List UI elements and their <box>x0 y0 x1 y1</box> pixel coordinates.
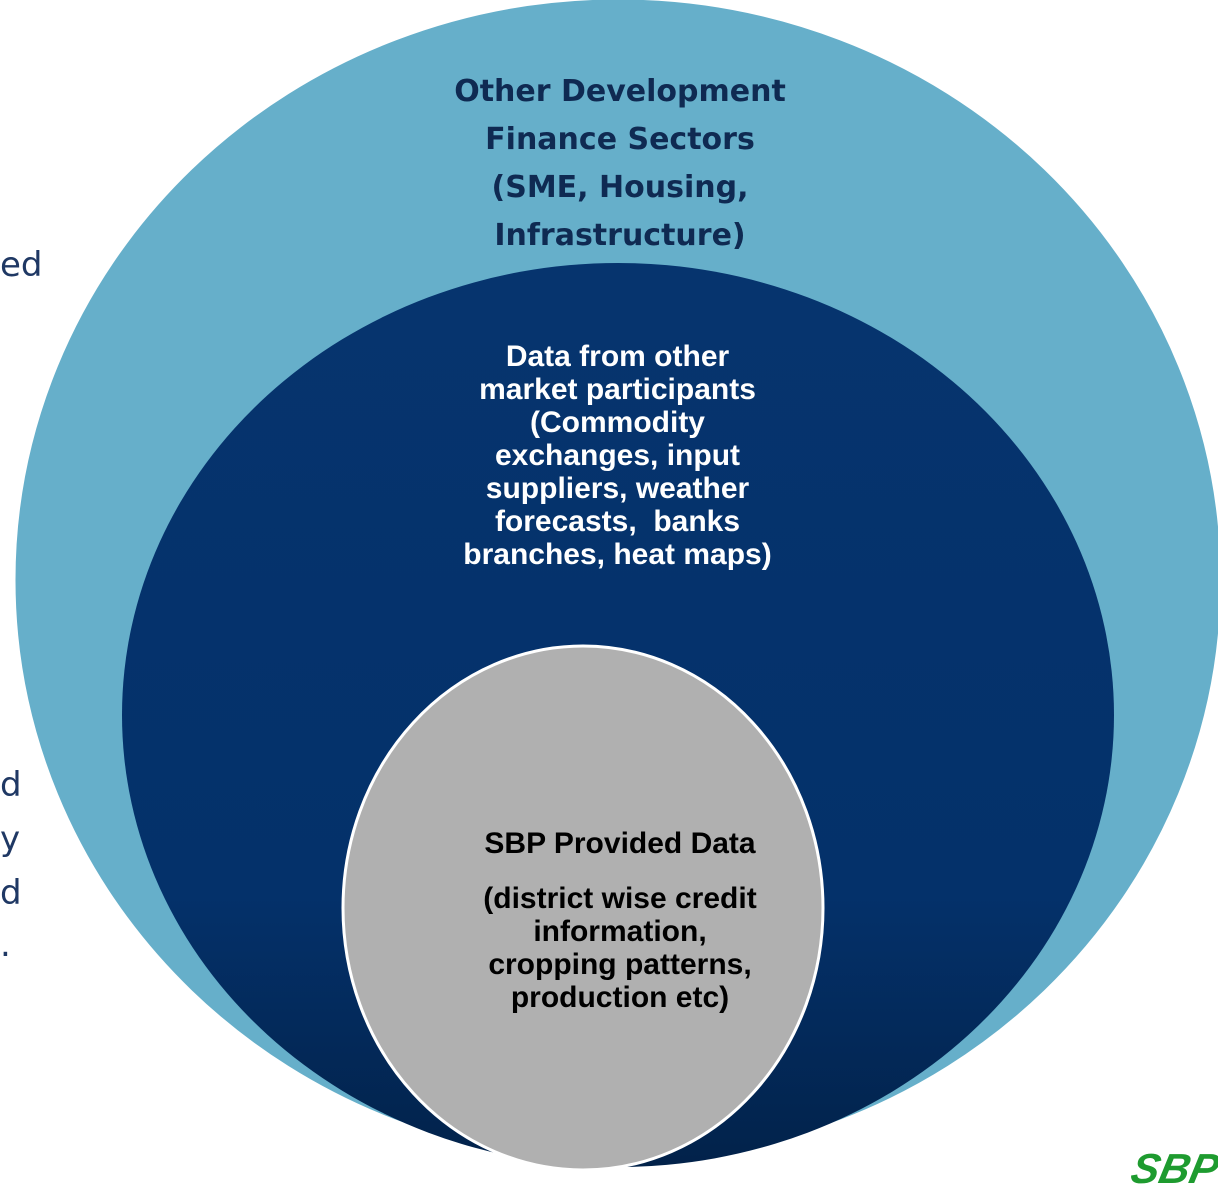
middle-label-line: suppliers, weather <box>485 472 750 505</box>
inner-label-line: (district wise credit <box>483 882 757 915</box>
outer-label-line: Finance Sectors <box>485 122 755 157</box>
inner-label-line: production etc) <box>510 981 730 1014</box>
side-text-fragment-1: ed <box>0 245 43 285</box>
middle-circle-label: Data from other market participants (Com… <box>405 340 830 571</box>
middle-label-line: branches, heat maps) <box>463 538 772 571</box>
inner-label-line: cropping patterns, <box>488 948 752 981</box>
middle-label-line: (Commodity <box>530 406 705 439</box>
side-text-fragment-5: . <box>0 925 11 965</box>
middle-label-line: market participants <box>479 373 756 406</box>
middle-label-line: exchanges, input <box>494 439 741 472</box>
inner-circle-title: SBP Provided Data <box>484 827 756 860</box>
middle-label-line: Data from other <box>505 340 730 373</box>
side-text-fragment-2: d <box>0 765 22 805</box>
side-text-fragment-4: d <box>0 873 22 913</box>
outer-label-line: Other Development <box>454 74 786 109</box>
inner-circle <box>341 644 825 1172</box>
inner-circle-label: (district wise credit information, cropp… <box>420 882 820 1014</box>
outer-label-line: Infrastructure) <box>494 218 746 253</box>
middle-label-line: forecasts, banks <box>494 505 741 538</box>
side-text-fragment-3: y <box>0 819 21 859</box>
inner-label-line: information, <box>533 915 707 948</box>
logo: SBP-SSSKI <box>1127 1145 1218 1192</box>
outer-circle-label: Other Development Finance Sectors (SME, … <box>400 68 840 260</box>
outer-label-line: (SME, Housing, <box>491 170 749 205</box>
